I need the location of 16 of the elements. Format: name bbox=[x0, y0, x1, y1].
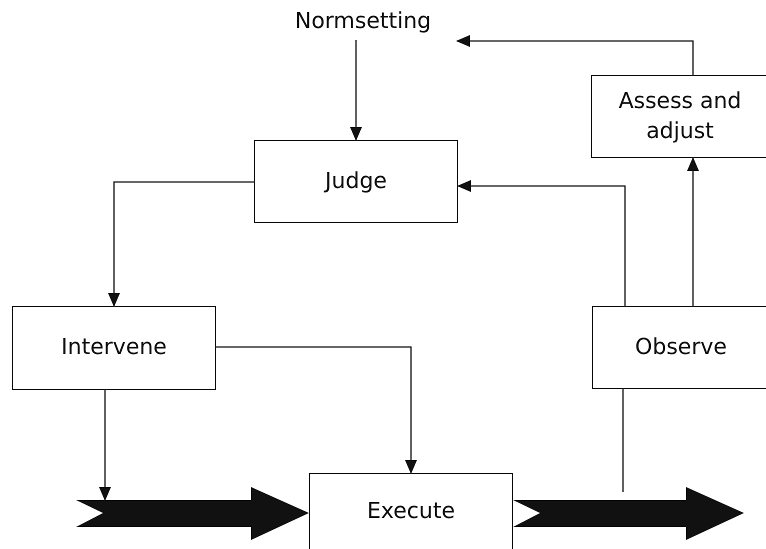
process-box: Judge bbox=[254, 140, 458, 223]
arrow bbox=[457, 180, 626, 306]
arrow bbox=[456, 35, 694, 75]
arrow bbox=[99, 390, 111, 501]
process-box: Intervene bbox=[12, 306, 216, 390]
arrow bbox=[350, 40, 362, 141]
connector-line bbox=[622, 389, 624, 492]
flow-arrow bbox=[513, 487, 744, 540]
node-label: Normsetting bbox=[268, 4, 458, 40]
arrow bbox=[687, 157, 699, 306]
process-box: Assess and adjust bbox=[591, 75, 766, 158]
arrow bbox=[216, 346, 417, 474]
arrow bbox=[108, 181, 254, 307]
process-box: Execute bbox=[309, 473, 513, 549]
flow-arrow bbox=[76, 487, 309, 540]
process-box: Observe bbox=[592, 306, 766, 389]
